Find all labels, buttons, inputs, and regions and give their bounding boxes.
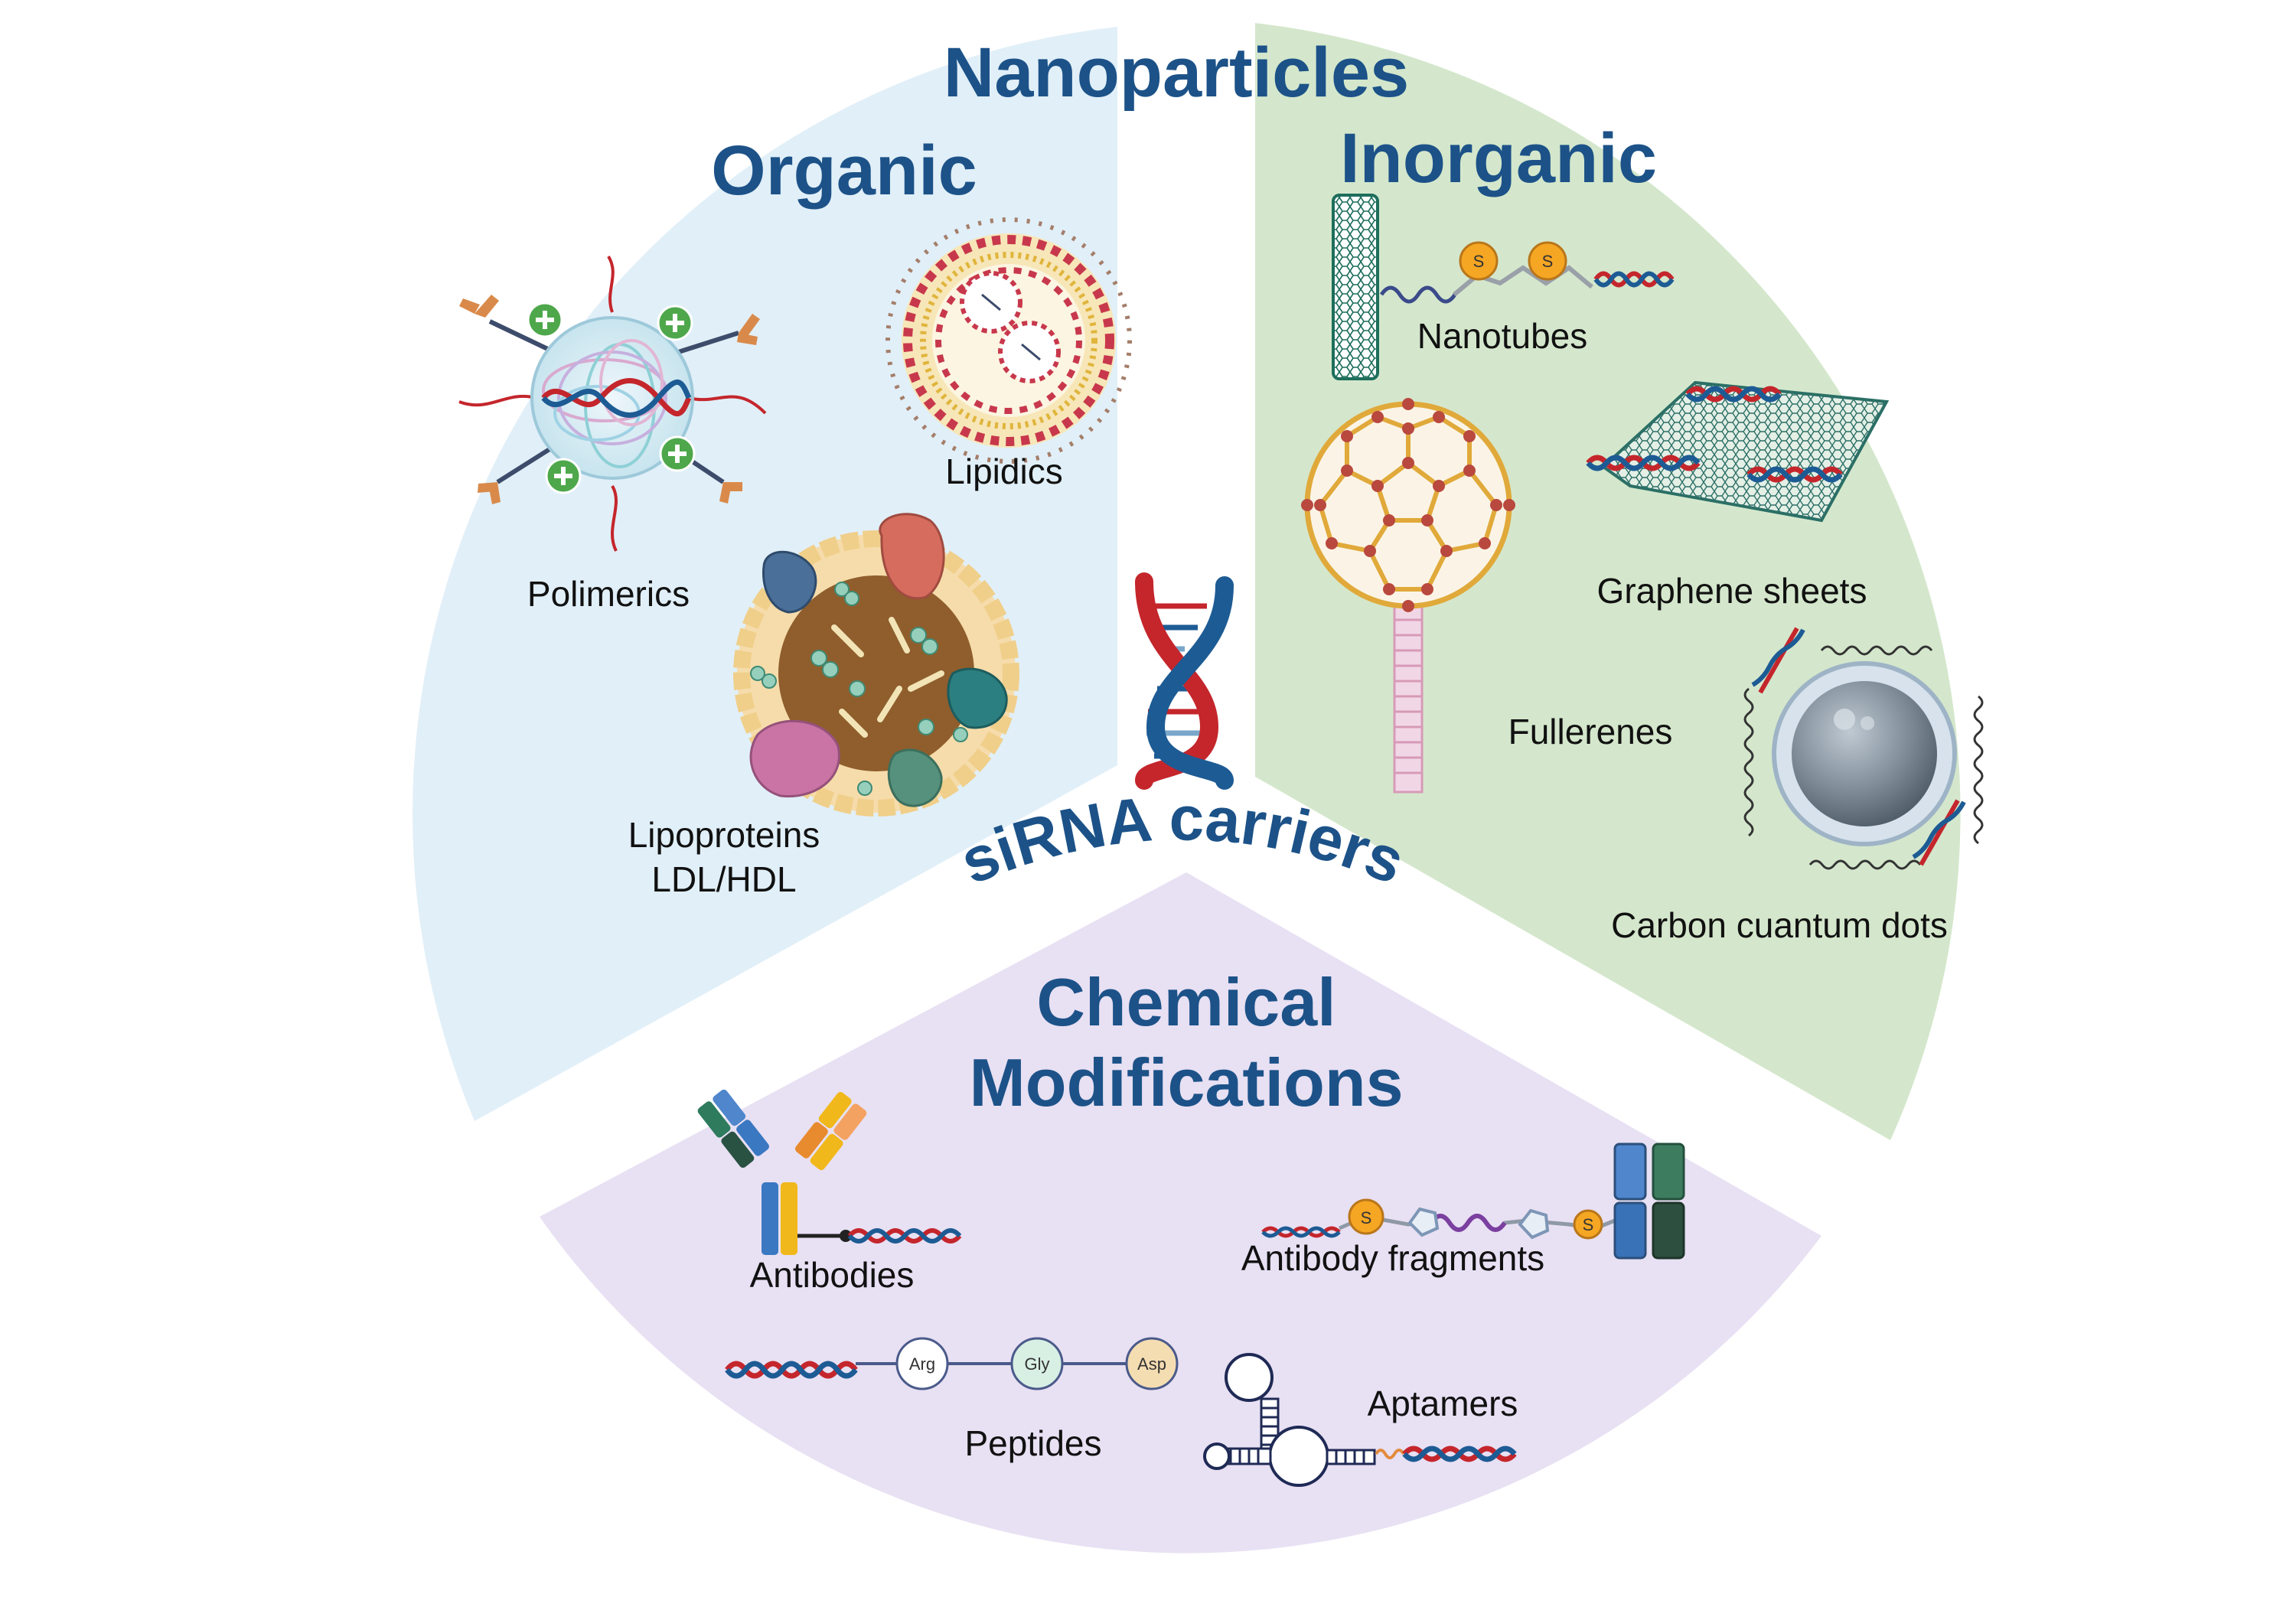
antibody-fragment-icon: S S <box>1261 1143 1685 1260</box>
lipoproteins-label: Lipoproteins <box>628 815 820 855</box>
peptide-gly-label: Gly <box>1025 1354 1050 1374</box>
polimerics-label: Polimerics <box>527 574 690 614</box>
chemical-sector <box>540 872 1821 1553</box>
organic-title: Organic <box>711 132 977 210</box>
peptide-chain-icon: Arg Gly Asp <box>725 1337 1179 1390</box>
ldl-hdl-label: LDL/HDL <box>651 859 796 899</box>
peptide-arg-label: Arg <box>909 1354 935 1374</box>
graphene-label: Graphene sheets <box>1597 571 1867 611</box>
sulfur-label: S <box>1361 1208 1372 1227</box>
sulfur-label: S <box>1542 252 1554 271</box>
sulfur-label: S <box>1473 252 1485 271</box>
lipoprotein-icon <box>733 513 1019 817</box>
chemical-title-line1: Chemical <box>1036 964 1336 1040</box>
dna-helix-icon <box>1135 572 1234 790</box>
graphene-sheet-icon <box>1586 380 1890 523</box>
aptamers-label: Aptamers <box>1368 1384 1518 1423</box>
sulfur-label: S <box>1583 1215 1594 1234</box>
lipidics-label: Lipidics <box>945 451 1062 491</box>
fullerenes-label: Fullerenes <box>1508 712 1673 751</box>
lipid-nanoparticle-icon <box>885 217 1132 464</box>
antibodies-label: Antibodies <box>750 1255 915 1295</box>
inorganic-title: Inorganic <box>1340 119 1657 197</box>
antibody-icon <box>697 1089 962 1255</box>
nanoparticles-title: Nanoparticles <box>944 34 1409 112</box>
chemical-title-line2: Modifications <box>969 1045 1403 1120</box>
fullerene-icon <box>1301 398 1515 794</box>
inorganic-sector <box>1255 23 1961 1140</box>
antibody-fragments-label: Antibody fragments <box>1241 1238 1544 1278</box>
peptides-label: Peptides <box>964 1423 1101 1463</box>
peptide-asp-label: Asp <box>1137 1354 1166 1374</box>
nanotube-icon: S S <box>1332 194 1675 380</box>
polymeric-nanoparticle-icon <box>458 255 767 552</box>
carbon-dots-label: Carbon cuantum dots <box>1611 905 1948 945</box>
aptamer-icon <box>1203 1353 1517 1487</box>
nanotubes-label: Nanotubes <box>1417 316 1588 356</box>
carbon-dot-icon <box>1743 627 1984 870</box>
